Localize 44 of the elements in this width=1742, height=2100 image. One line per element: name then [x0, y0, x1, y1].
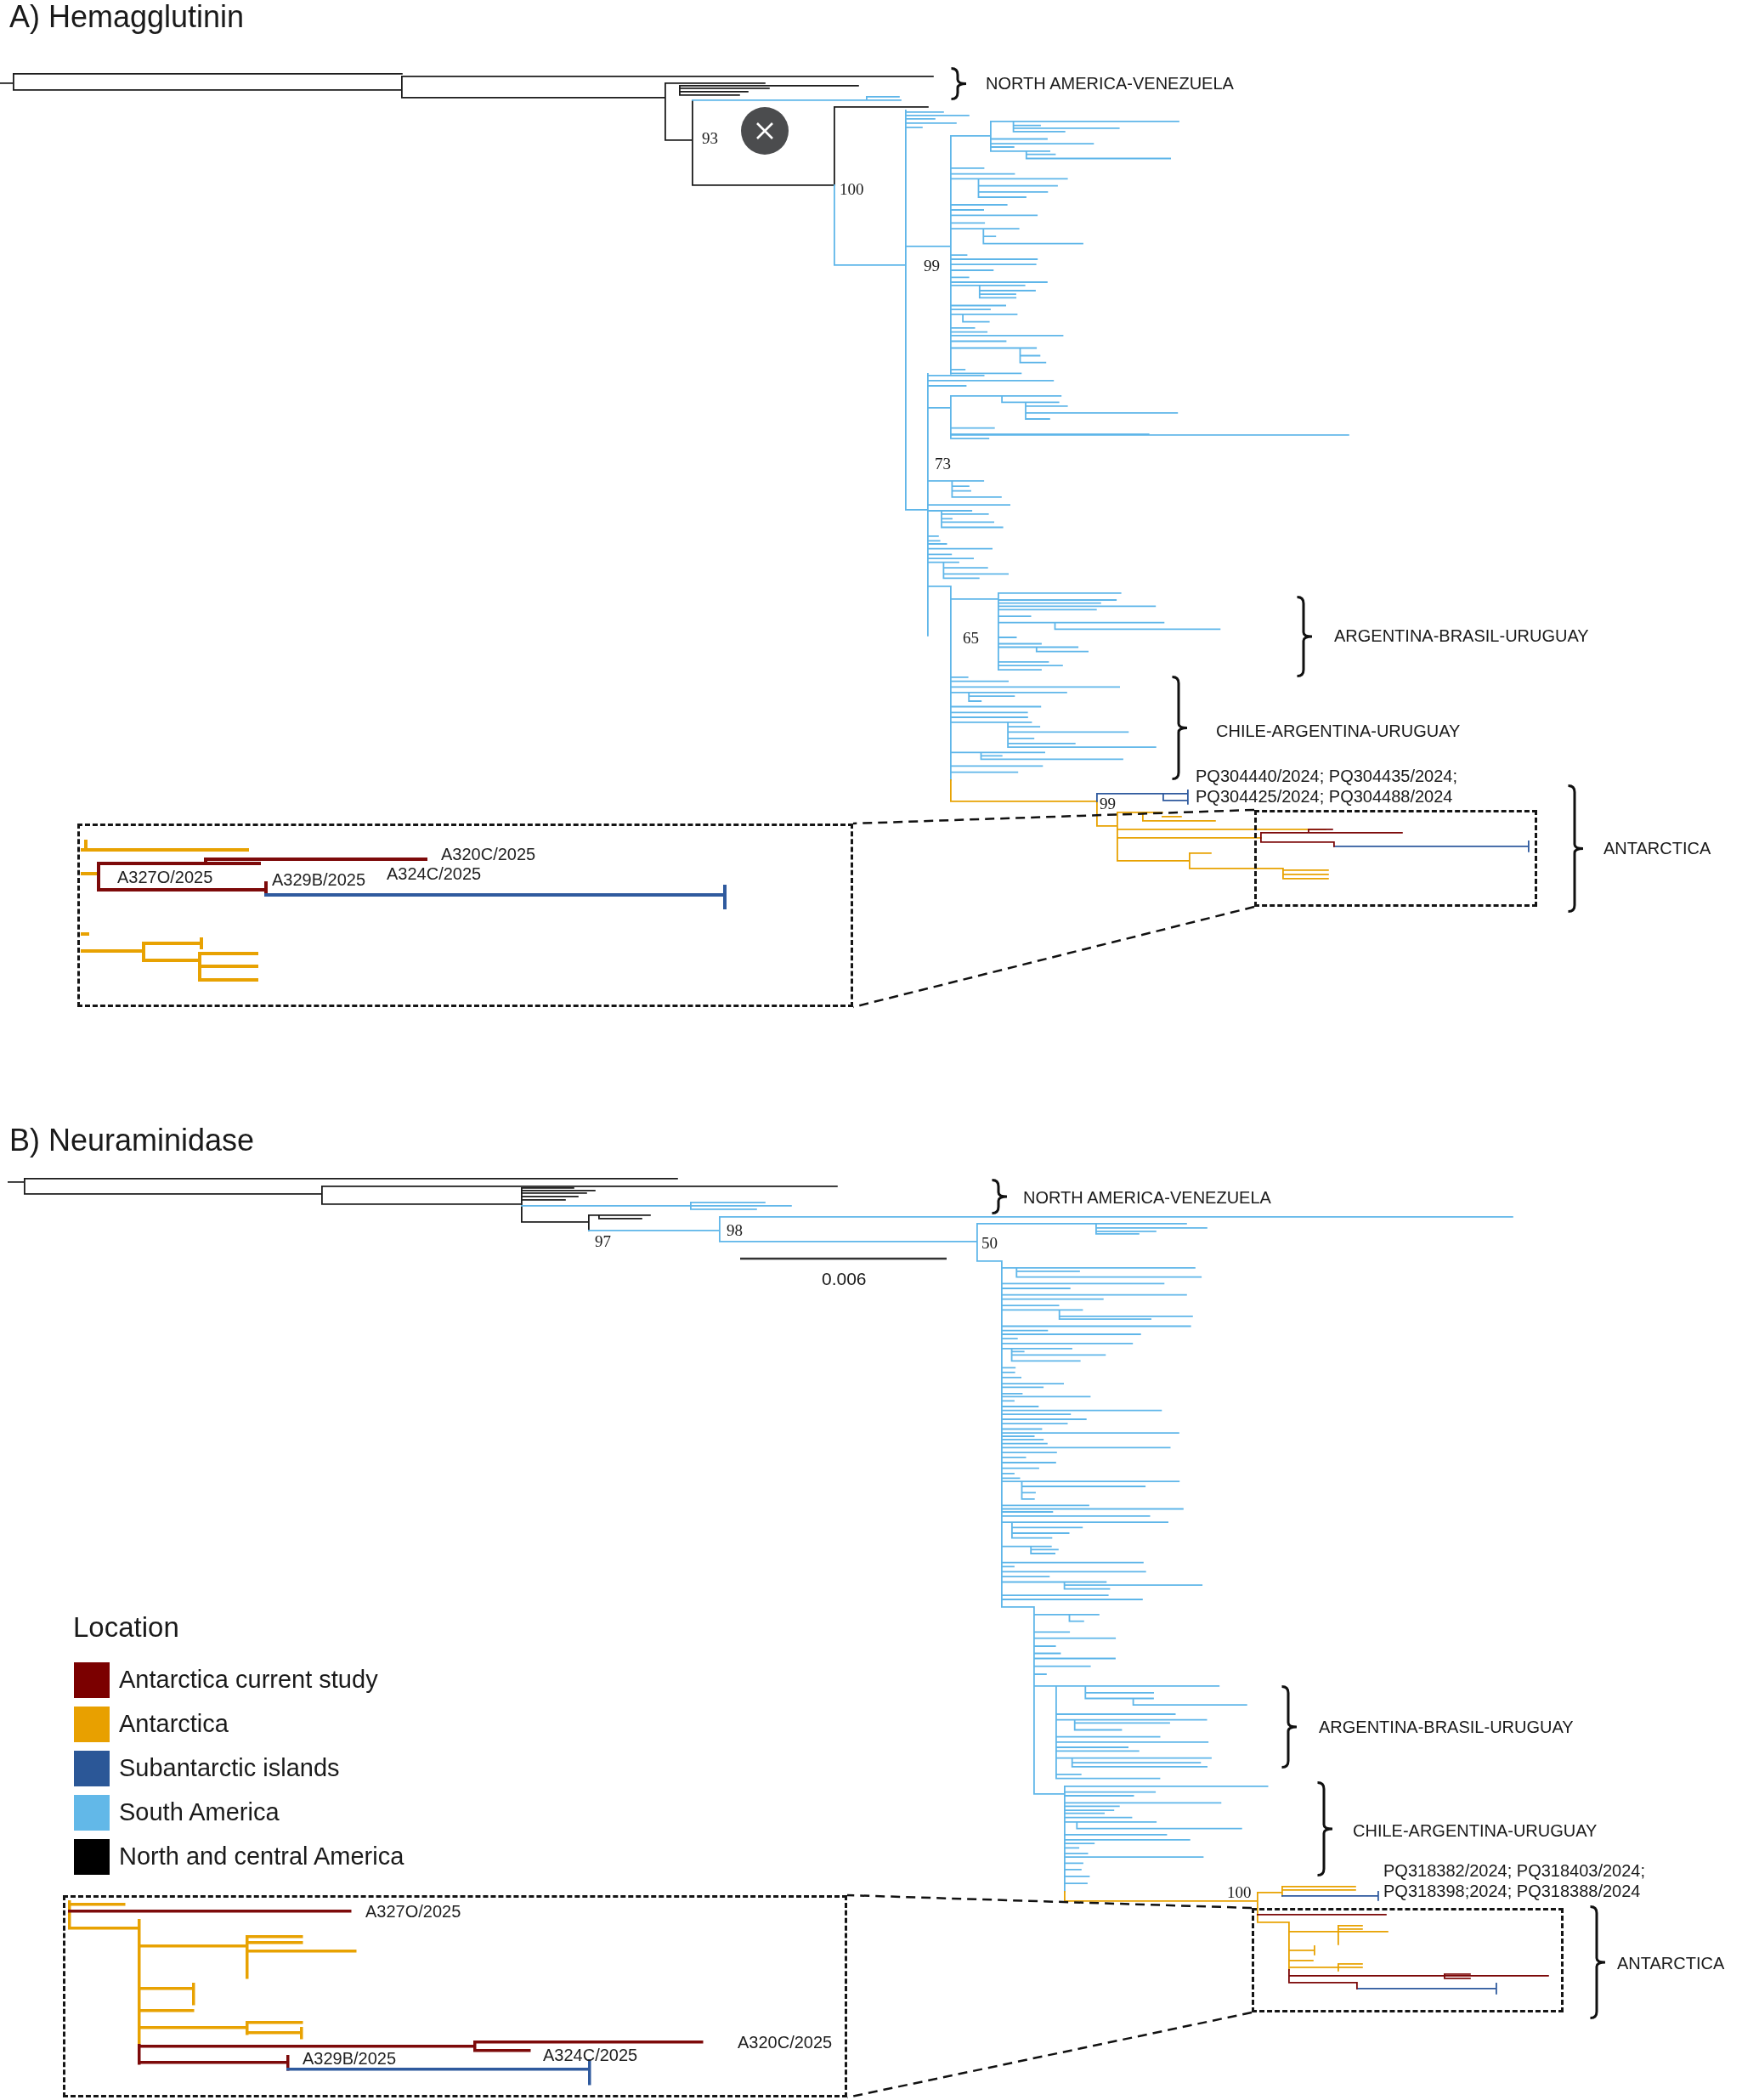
clade-label: ANTARCTICA: [1617, 1954, 1725, 1973]
clade-label: NORTH AMERICA-VENEZUELA: [986, 74, 1234, 93]
clade-label: ANTARCTICA: [1603, 839, 1711, 858]
clade-label: CHILE-ARGENTINA-URUGUAY: [1353, 1821, 1598, 1840]
clade-label: CHILE-ARGENTINA-URUGUAY: [1216, 722, 1461, 740]
sequence-label: A329B/2025: [272, 870, 366, 889]
panel-title: A) Hemagglutinin: [9, 0, 245, 34]
legend-label: South America: [119, 1799, 280, 1826]
bootstrap-value: 93: [702, 129, 718, 146]
bootstrap-value: 98: [727, 1221, 743, 1238]
bootstrap-value: 100: [1227, 1883, 1252, 1900]
bootstrap-value: 73: [935, 455, 951, 472]
clade-label: ARGENTINA-BRASIL-URUGUAY: [1334, 626, 1589, 645]
zoom-frame: [1252, 1908, 1564, 2012]
zoom-line: [852, 905, 1255, 1009]
legend-label: Subantarctic islands: [119, 1755, 340, 1782]
bootstrap-value: 99: [1100, 795, 1116, 812]
sequence-label: A324C/2025: [543, 2046, 638, 2064]
sequence-label: A320C/2025: [441, 845, 536, 863]
clade-label: ARGENTINA-BRASIL-URUGUAY: [1319, 1718, 1574, 1736]
sequence-label: A327O/2025: [365, 1902, 461, 1921]
accession-label: PQ318382/2024; PQ318403/2024; PQ318398;2024; PQ318388/2024: [1383, 1860, 1647, 1901]
sequence-label: A324C/2025: [387, 864, 482, 883]
bootstrap-value: 65: [963, 629, 979, 646]
zoom-line: [846, 1893, 1253, 1910]
sequence-label: A329B/2025: [303, 2049, 397, 2068]
zoom-frame: [1254, 810, 1537, 907]
bootstrap-value: 97: [595, 1232, 611, 1249]
bootstrap-value: 50: [981, 1234, 998, 1251]
panel-title: B) Neuraminidase: [9, 1124, 255, 1158]
zoom-line: [852, 808, 1255, 825]
legend-label: Antarctica current study: [119, 1667, 378, 1694]
inset-panel: [77, 824, 853, 1007]
sequence-label: A320C/2025: [738, 2033, 833, 2052]
inset-panel: [63, 1895, 847, 2097]
scale-label: 0.006: [822, 1269, 867, 1289]
legend-label: Antarctica: [119, 1711, 229, 1738]
bootstrap-value: 100: [840, 180, 864, 197]
sequence-label: A327O/2025: [117, 868, 213, 886]
legend-label: North and central America: [119, 1843, 404, 1871]
clade-label: NORTH AMERICA-VENEZUELA: [1023, 1188, 1271, 1207]
bootstrap-value: 99: [924, 257, 940, 274]
legend-title: Location: [73, 1611, 179, 1644]
accession-label: PQ304440/2024; PQ304435/2024; PQ304425/2024; PQ304488/2024: [1196, 766, 1459, 807]
